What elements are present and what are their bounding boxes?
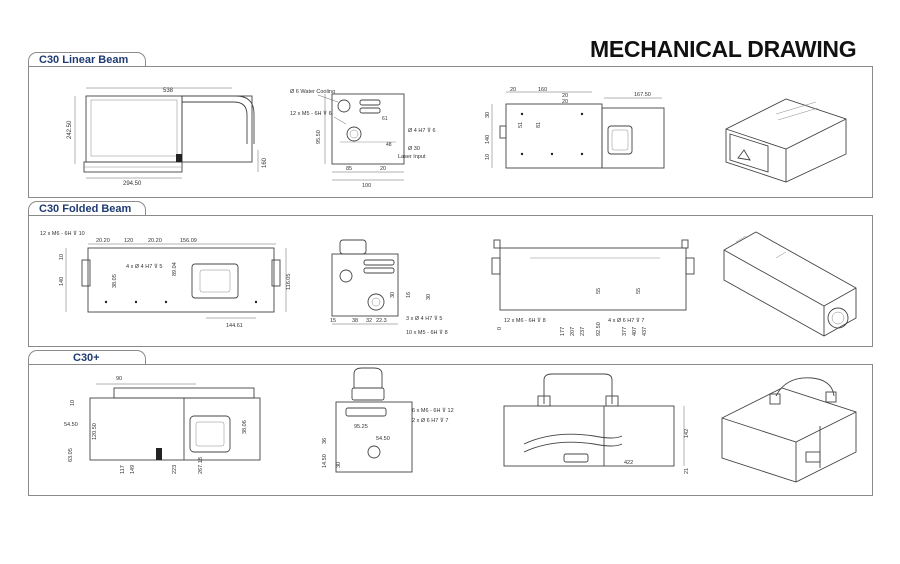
folded-end-view: 30 16 30 15 38 32 22.3 3 x Ø 4 H7 ⊽ 5 10…: [330, 239, 448, 336]
annotation-label: Ø 30: [408, 146, 420, 152]
dim-label: 120.50: [92, 423, 98, 440]
dim-label: 10: [70, 400, 76, 406]
dim-label: 116.05: [286, 274, 292, 290]
dim-label: 30: [426, 294, 432, 300]
dim-label: 20: [562, 93, 568, 99]
dim-label: 20.20: [96, 238, 110, 244]
dim-label: 140: [59, 277, 65, 286]
dim-label: 294.50: [123, 181, 142, 187]
annotation-label: 2 x Ø 6 H7 ⊽ 7: [412, 417, 448, 424]
dim-label: 63.05: [68, 448, 74, 462]
dim-label: 167.50: [634, 92, 651, 98]
dim-label: 55: [596, 288, 602, 294]
dim-label: 55: [636, 288, 642, 294]
dim-label: 30: [390, 292, 396, 298]
annotation-label: 4 x Ø 4 H7 ⊽ 5: [126, 263, 162, 270]
dim-label: 36: [322, 438, 328, 444]
dim-label: 92.50: [596, 322, 602, 336]
dim-label: 38: [352, 318, 358, 324]
dim-label: 16: [406, 292, 412, 298]
annotation-label: 12 x M6 - 6H ⊽ 10: [40, 230, 85, 237]
dim-label: 15: [330, 318, 336, 324]
dim-label: 30: [485, 112, 491, 118]
linear-top-view: 20 160 20 20 167.50 51 81 30 140 10: [485, 87, 665, 169]
folded-3d-view: [723, 231, 857, 337]
dim-label: 140: [485, 135, 491, 144]
annotation-label: 10 x M5 - 6H ⊽ 8: [406, 329, 448, 336]
dim-label: 267.18: [198, 457, 204, 474]
linear-front-view: 538 242.50 294.50 160: [67, 87, 268, 187]
dim-label: 20: [510, 87, 516, 93]
dim-label: 142: [684, 429, 690, 438]
dim-label: 38.06: [242, 420, 248, 434]
annotation-label: 4 x Ø 6 H7 ⊽ 7: [608, 317, 644, 324]
dim-label: 437: [642, 327, 648, 336]
dim-label: 177: [560, 327, 566, 336]
dim-label: 149: [130, 465, 136, 474]
dim-label: 85: [346, 166, 352, 172]
folded-bottom-view: 55 55 12 x M6 - 6H ⊽ 8 4 x Ø 6 H7 ⊽ 7 0 …: [491, 239, 695, 336]
dim-label: 14.50: [322, 454, 328, 468]
dim-label: 81: [536, 122, 542, 128]
dim-label: 538: [163, 88, 174, 94]
dim-label: 32: [366, 318, 372, 324]
section-c30-plus: [28, 364, 873, 496]
dim-label: 160: [538, 87, 547, 93]
dim-label: 223: [172, 465, 178, 474]
linear-end-view: Ø 6 Water Cooling 12 x M5 - 6H ⊽ 6 61 48…: [290, 89, 436, 189]
plus-front-view: 90 10 54.50 120.50 38.06 63.05 117 149 2…: [64, 376, 261, 474]
section-folded-beam: [28, 215, 873, 347]
dim-label: 242.50: [67, 120, 73, 139]
linear-3d-view: [725, 98, 847, 183]
dim-label: 21: [684, 468, 690, 474]
dim-label: 61: [382, 116, 388, 122]
dim-label: 48: [386, 142, 392, 148]
dim-label: 30: [336, 462, 342, 468]
dim-label: 422: [624, 460, 633, 466]
plus-3d-view: [721, 377, 857, 483]
annotation-label: Ø 4 H7 ⊽ 6: [408, 127, 436, 134]
dim-label: 144.61: [226, 323, 243, 329]
dim-label: 22.3: [376, 318, 387, 324]
page-title: MECHANICAL DRAWING: [590, 36, 857, 62]
dim-label: 407: [632, 327, 638, 336]
dim-label: 54.50: [376, 436, 390, 442]
dim-label: 100: [362, 183, 371, 189]
plus-end-view: 6 x M6 - 6H ⊽ 12 2 x Ø 6 H7 ⊽ 7 95.25 54…: [322, 367, 454, 473]
plus-side-view: 142 422 21: [503, 373, 690, 474]
folded-front-view: 12 x M6 - 6H ⊽ 10 20.20 120 20.20 156.09…: [40, 230, 292, 329]
annotation-label: 6 x M6 - 6H ⊽ 12: [412, 407, 454, 414]
dim-label: 377: [622, 327, 628, 336]
section-tab-folded-beam: C30 Folded Beam: [28, 201, 146, 216]
dim-label: 160: [262, 157, 268, 168]
dim-label: 38.05: [112, 274, 118, 288]
dim-label: 10: [59, 254, 65, 260]
dim-label: 237: [580, 327, 586, 336]
annotation-label: Laser Input: [398, 154, 426, 160]
dim-label: 89.04: [172, 262, 178, 276]
dim-label: 54.50: [64, 422, 78, 428]
dim-label: 156.09: [180, 238, 197, 244]
dim-label: 10: [485, 154, 491, 160]
dim-label: 120: [124, 238, 133, 244]
dim-label: 20: [380, 166, 386, 172]
annotation-label: 12 x M6 - 6H ⊽ 8: [504, 317, 546, 324]
dim-label: 95.50: [316, 130, 322, 144]
dim-label: 117: [120, 465, 126, 474]
dim-label: 95.25: [354, 424, 368, 430]
dim-label: 20.20: [148, 238, 162, 244]
dim-label: 20: [562, 99, 568, 105]
annotation-label: Ø 6 Water Cooling: [290, 89, 335, 95]
dim-label: 207: [570, 327, 576, 336]
dim-label: 0: [497, 327, 503, 330]
annotation-label: 12 x M5 - 6H ⊽ 6: [290, 110, 332, 117]
dim-label: 51: [518, 122, 524, 128]
annotation-label: 3 x Ø 4 H7 ⊽ 5: [406, 315, 442, 322]
section-tab-linear-beam: C30 Linear Beam: [28, 52, 146, 67]
section-tab-c30-plus: C30+: [28, 350, 146, 365]
dim-label: 90: [116, 376, 122, 382]
